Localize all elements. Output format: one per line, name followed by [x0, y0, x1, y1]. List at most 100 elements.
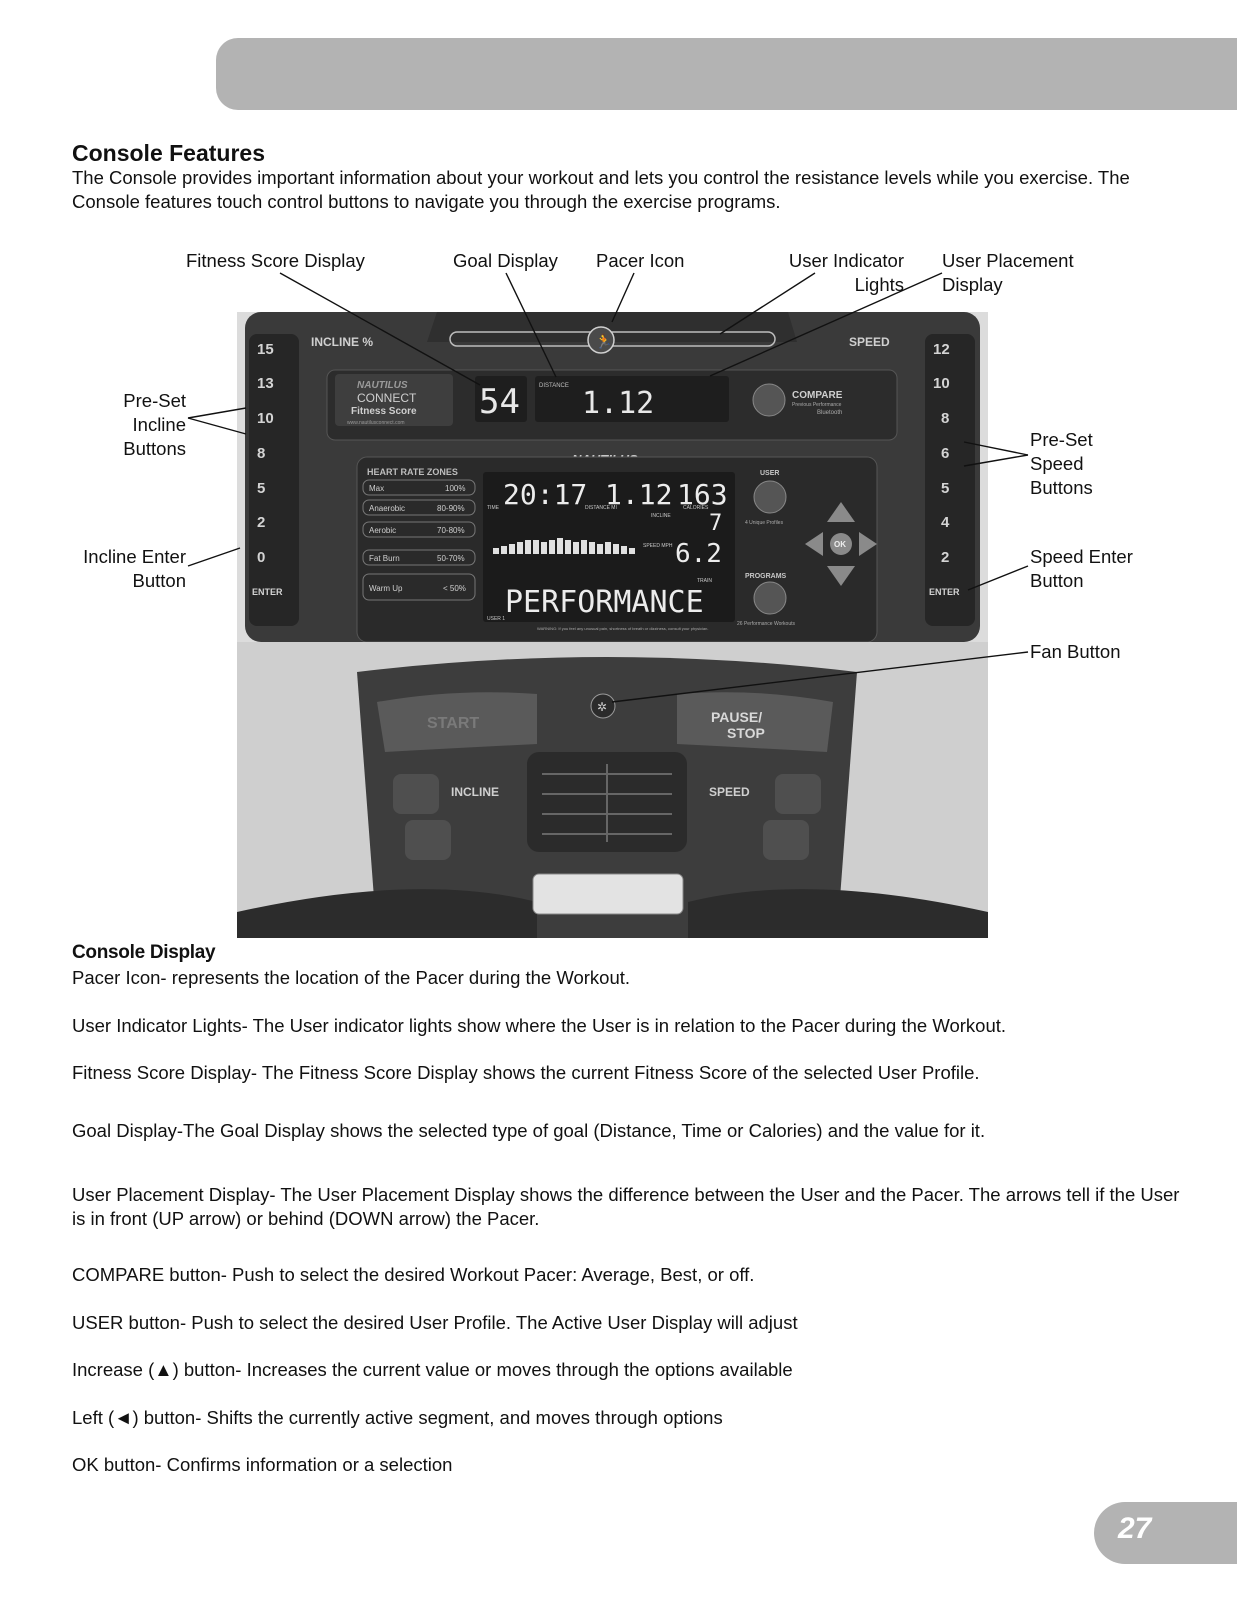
- desc-pacer-icon: Pacer Icon- represents the location of t…: [72, 967, 631, 988]
- desc-increase-button: Increase (▲) button- Increases the curre…: [72, 1359, 793, 1380]
- svg-text:70-80%: 70-80%: [437, 526, 465, 535]
- incline-button-15[interactable]: 15: [257, 341, 274, 358]
- speed-button-8[interactable]: 8: [941, 410, 949, 427]
- callout-preset-speed-buttons: Pre-Set Speed Buttons: [1030, 429, 1093, 498]
- speed-button-2[interactable]: 2: [941, 549, 949, 566]
- svg-text:PROGRAMS: PROGRAMS: [745, 573, 787, 580]
- device-holder: [532, 873, 684, 915]
- speed-down-button[interactable]: [763, 820, 809, 860]
- speed-button-6[interactable]: 6: [941, 445, 949, 462]
- desc-goal-display: Goal Display-The Goal Display shows the …: [72, 1120, 986, 1141]
- svg-text:START: START: [427, 715, 479, 732]
- speed-up-button[interactable]: [775, 774, 821, 814]
- speed-button-10[interactable]: 10: [933, 375, 950, 392]
- page-number-tab: [1094, 1502, 1237, 1564]
- svg-text:Aerobic: Aerobic: [369, 526, 396, 535]
- left-arrow-button[interactable]: [805, 532, 823, 556]
- svg-text:Anaerobic: Anaerobic: [369, 504, 405, 513]
- svg-text:NAUTILUS: NAUTILUS: [357, 380, 408, 391]
- calories-value: 163: [677, 478, 728, 511]
- page-number: 27: [1118, 1512, 1152, 1545]
- time-value: 20:17: [503, 478, 587, 511]
- svg-text:✲: ✲: [597, 700, 607, 714]
- desc-ok-button: OK button- Confirms information or a sel…: [72, 1454, 453, 1475]
- callout-preset-incline-buttons: Pre-Set Incline Buttons: [123, 390, 186, 459]
- bluetooth-icon: Bluetooth: [817, 410, 842, 416]
- svg-text:DISTANCE: DISTANCE: [539, 383, 569, 389]
- svg-text:COMPARE: COMPARE: [792, 390, 843, 401]
- incline-button-13[interactable]: 13: [257, 375, 274, 392]
- svg-text:26 Performance Workouts: 26 Performance Workouts: [737, 621, 795, 627]
- console-display-title: Console Display: [72, 942, 216, 963]
- svg-text:TIME: TIME: [487, 505, 500, 511]
- intro-paragraph: The Console provides important informati…: [72, 167, 1130, 212]
- desc-left-button: Left (◄) button- Shifts the currently ac…: [72, 1407, 723, 1428]
- profile-bars: [493, 538, 635, 554]
- svg-text:USER 1: USER 1: [487, 616, 505, 622]
- fan-button[interactable]: [590, 693, 616, 719]
- speed-header: SPEED: [849, 335, 890, 349]
- callout-speed-enter-button: Speed Enter Button: [1030, 546, 1133, 591]
- callout-goal-display: Goal Display: [453, 250, 558, 271]
- svg-text:< 50%: < 50%: [443, 584, 466, 593]
- speed-button-5[interactable]: 5: [941, 480, 949, 497]
- svg-text:🏃: 🏃: [595, 333, 612, 349]
- callout-incline-enter-button: Incline Enter Button: [83, 546, 186, 591]
- svg-text:OK: OK: [834, 540, 846, 549]
- header-bar: [216, 38, 1237, 110]
- incline-rocker-label: INCLINE: [451, 785, 499, 799]
- svg-text:1.12: 1.12: [582, 386, 654, 421]
- svg-text:50-70%: 50-70%: [437, 554, 465, 563]
- incline-header: INCLINE %: [311, 335, 373, 349]
- svg-text:54: 54: [479, 382, 520, 422]
- svg-text:SPEED MPH: SPEED MPH: [643, 543, 673, 549]
- svg-text:USER: USER: [760, 470, 779, 477]
- callout-pacer-icon: Pacer Icon: [596, 250, 685, 271]
- incline-up-button[interactable]: [393, 774, 439, 814]
- desc-user-placement-display: User Placement Display- The User Placeme…: [72, 1184, 1180, 1229]
- programs-button[interactable]: [753, 581, 787, 615]
- svg-text:4 Unique Profiles: 4 Unique Profiles: [745, 520, 784, 526]
- svg-text:Fat Burn: Fat Burn: [369, 554, 400, 563]
- incline-button-0[interactable]: 0: [257, 549, 265, 566]
- svg-text:100%: 100%: [445, 484, 465, 493]
- speed-button-4[interactable]: 4: [941, 514, 950, 531]
- speed-value: 6.2: [675, 539, 722, 569]
- distance-value: 1.12: [605, 478, 672, 511]
- svg-text:CALORIES: CALORIES: [683, 505, 709, 511]
- speed-enter-button[interactable]: ENTER: [929, 587, 960, 597]
- svg-text:STOP: STOP: [727, 725, 765, 741]
- desc-compare-button: COMPARE button- Push to select the desir…: [72, 1264, 755, 1285]
- svg-text:TRAIN: TRAIN: [697, 578, 712, 584]
- svg-text:www.nautilusconnect.com: www.nautilusconnect.com: [347, 420, 405, 426]
- incline-value: 7: [709, 511, 722, 536]
- user-button[interactable]: [753, 480, 787, 514]
- incline-button-8[interactable]: 8: [257, 445, 265, 462]
- callout-fitness-score-display: Fitness Score Display: [186, 250, 365, 271]
- warning-text: WARNING: If you feel any unusual pain, s…: [537, 626, 709, 631]
- down-arrow-button[interactable]: [827, 566, 855, 586]
- desc-fitness-score-display: Fitness Score Display- The Fitness Score…: [72, 1062, 980, 1083]
- program-text: PERFORMANCE: [505, 585, 704, 620]
- callout-user-indicator-lights: User Indicator Lights: [788, 250, 904, 295]
- up-arrow-button[interactable]: [827, 502, 855, 522]
- callout-user-placement-display: User Placement Display: [942, 250, 1074, 295]
- right-arrow-button[interactable]: [859, 532, 877, 556]
- compare-button[interactable]: [752, 383, 786, 417]
- incline-button-10[interactable]: 10: [257, 410, 274, 427]
- svg-text:PAUSE/: PAUSE/: [711, 709, 762, 725]
- svg-text:DISTANCE MI: DISTANCE MI: [585, 505, 617, 511]
- pacer-icon: [587, 326, 615, 354]
- incline-enter-button[interactable]: ENTER: [252, 587, 283, 597]
- start-button[interactable]: [377, 692, 537, 752]
- incline-down-button[interactable]: [405, 820, 451, 860]
- speed-rocker-label: SPEED: [709, 785, 750, 799]
- speed-button-12[interactable]: 12: [933, 341, 950, 358]
- ok-button[interactable]: [830, 533, 852, 555]
- heart-rate-zones: Max 100% Anaerobic 80-90% Aerobic 70-80%…: [362, 479, 476, 601]
- desc-user-button: USER button- Push to select the desired …: [72, 1312, 798, 1333]
- pause-stop-button[interactable]: [677, 692, 833, 752]
- incline-button-5[interactable]: 5: [257, 480, 265, 497]
- incline-button-2[interactable]: 2: [257, 514, 265, 531]
- section-title: Console Features: [72, 140, 265, 166]
